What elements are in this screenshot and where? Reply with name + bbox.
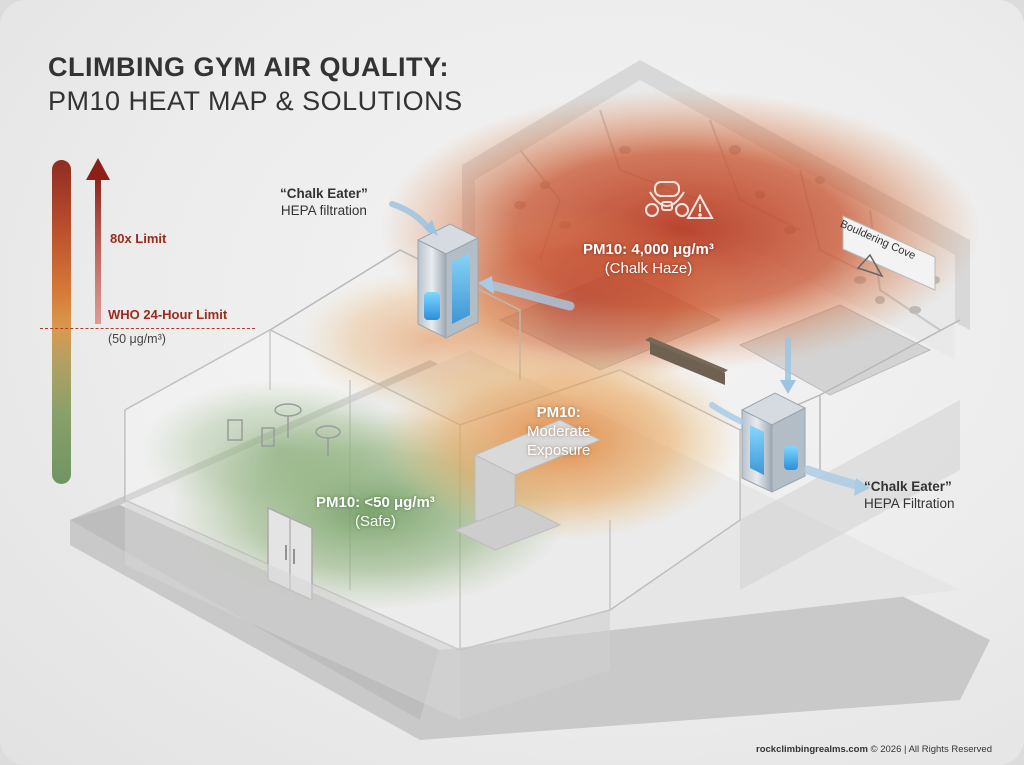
zone-moderate-line3: Exposure bbox=[527, 441, 591, 459]
hepa-1-name: “Chalk Eater” bbox=[280, 186, 368, 201]
warning-triangle-icon bbox=[686, 193, 714, 219]
zone-safe-label: PM10: <50 μg/m³ (Safe) bbox=[316, 494, 435, 532]
who-limit-line bbox=[40, 328, 255, 329]
scale-label-80x: 80x Limit bbox=[110, 231, 167, 246]
pm10-color-scale bbox=[52, 160, 71, 484]
title-line-1: CLIMBING GYM AIR QUALITY: bbox=[48, 52, 449, 82]
zone-safe-value: PM10: <50 μg/m³ bbox=[316, 494, 435, 511]
hepa-unit-2 bbox=[740, 392, 807, 493]
hepa-unit-1 bbox=[416, 223, 480, 339]
zone-safe-note: (Safe) bbox=[354, 512, 396, 530]
footer-credit: rockclimbingrealms.com © 2026 | All Righ… bbox=[756, 744, 992, 755]
scale-up-arrow-icon bbox=[86, 158, 110, 324]
zone-moderate-label: PM10: Moderate Exposure bbox=[527, 404, 590, 460]
zone-moderate-title: PM10: bbox=[536, 404, 581, 421]
scale-label-who: WHO 24-Hour Limit bbox=[108, 307, 228, 322]
hepa-2-name: “Chalk Eater” bbox=[864, 479, 952, 494]
title-line-2: PM10 HEAT MAP & SOLUTIONS bbox=[48, 86, 463, 116]
zone-high-label: PM10: 4,000 μg/m³ (Chalk Haze) bbox=[583, 241, 714, 279]
zone-high-value: PM10: 4,000 μg/m³ bbox=[583, 241, 714, 258]
hepa-callout-2: “Chalk Eater” HEPA Filtration bbox=[864, 479, 955, 513]
footer-site: rockclimbingrealms.com bbox=[756, 744, 868, 755]
respirator-mask-icon bbox=[645, 181, 689, 217]
zone-high-note: (Chalk Haze) bbox=[604, 259, 693, 277]
hepa-callout-1: “Chalk Eater” HEPA filtration bbox=[280, 186, 368, 220]
hepa-2-desc: HEPA Filtration bbox=[864, 495, 955, 511]
lounge-furniture bbox=[227, 403, 341, 456]
zone-moderate-line2: Moderate bbox=[527, 422, 591, 440]
hepa-1-desc: HEPA filtration bbox=[280, 202, 367, 218]
scale-label-who-value: (50 μg/m³) bbox=[108, 332, 166, 346]
footer-rest: © 2026 | All Rights Reserved bbox=[867, 744, 992, 755]
